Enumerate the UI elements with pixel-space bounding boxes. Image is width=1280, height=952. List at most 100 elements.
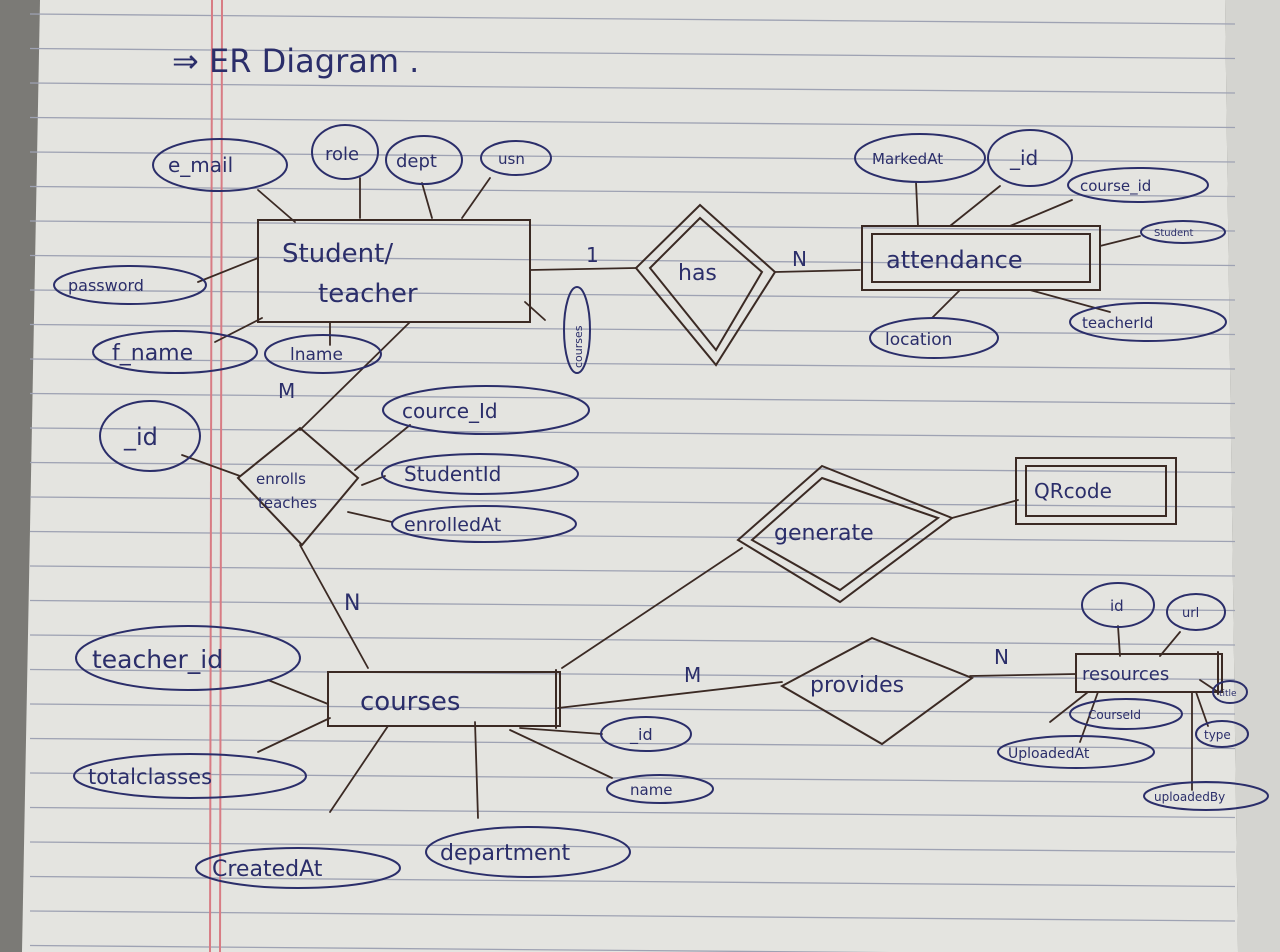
entity-resources: resources	[1075, 651, 1223, 695]
ruled-line	[29, 427, 1236, 439]
ruled-line	[29, 737, 1236, 750]
svg-text:teacher_id: teacher_id	[92, 645, 223, 674]
attr-res-course-id: CourseId	[1069, 698, 1183, 730]
ruled-line	[29, 496, 1236, 508]
svg-text:usn: usn	[498, 150, 525, 168]
svg-text:StudentId: StudentId	[404, 462, 501, 486]
ruled-line	[29, 530, 1236, 543]
entity-courses: courses	[327, 669, 561, 729]
attr-att-teacher-id: teacherId	[1069, 302, 1227, 342]
relationship-provides-label: provides	[810, 673, 904, 698]
svg-text:enrolledAt: enrolledAt	[404, 514, 501, 536]
attr-email: e_mail	[152, 138, 288, 192]
attr-course-name: name	[606, 774, 714, 804]
diagram-title: ⇒ ER Diagram .	[172, 42, 419, 80]
card-enrolls-student: M	[278, 379, 295, 403]
attr-res-url: url	[1166, 593, 1226, 631]
entity-qrcode-label: QRcode	[1034, 479, 1112, 503]
ruled-line	[29, 323, 1236, 336]
relationship-enrolls-teaches: enrolls teaches	[236, 426, 360, 547]
svg-text:courses: courses	[572, 325, 585, 368]
attr-fname: f_name	[92, 330, 258, 374]
svg-text:f_name: f_name	[112, 341, 193, 366]
ruled-line	[29, 599, 1236, 612]
card-provides-courses: M	[684, 663, 701, 687]
svg-text:course_id: course_id	[1080, 177, 1151, 196]
ruled-line	[29, 565, 1236, 577]
ruled-line	[29, 944, 892, 952]
ruled-line	[29, 841, 1236, 853]
attr-lname: lname	[264, 334, 382, 374]
attr-enroll-student-id: StudentId	[381, 453, 579, 495]
ruled-line	[29, 220, 1236, 232]
ruled-line	[29, 634, 1236, 646]
ruled-line	[29, 806, 1236, 819]
ruled-line	[29, 13, 1236, 25]
entity-student-teacher-label-1: Student/	[282, 239, 393, 269]
entity-courses-label: courses	[360, 687, 460, 717]
margin-line-right	[219, 0, 223, 952]
svg-text:teacherId: teacherId	[1082, 314, 1153, 332]
attributes: e_mail role dept usn password f_name	[53, 124, 1269, 889]
svg-text:id: id	[1110, 597, 1124, 615]
svg-text:password: password	[68, 276, 144, 295]
ruled-line	[29, 910, 1236, 922]
attr-course-department: department	[425, 826, 631, 878]
svg-text:dept: dept	[396, 151, 437, 172]
ruled-line	[29, 875, 1236, 888]
svg-text:title: title	[1219, 689, 1237, 699]
ruled-line	[29, 82, 1236, 94]
attr-res-id: id	[1081, 582, 1155, 628]
card-provides-resources: N	[994, 645, 1009, 669]
svg-text:Student: Student	[1154, 228, 1193, 239]
entity-attendance-label: attendance	[886, 246, 1023, 274]
cardinalities: 1 N M N M N	[278, 243, 1009, 687]
entity-attendance: attendance	[861, 225, 1101, 291]
svg-text:_id: _id	[1009, 146, 1038, 170]
relationship-has: has	[634, 203, 777, 367]
card-has-attendance: N	[792, 247, 807, 271]
svg-text:cource_Id: cource_Id	[402, 399, 498, 423]
attr-res-type: type	[1195, 720, 1249, 748]
svg-text:lname: lname	[290, 345, 343, 365]
attr-res-uploaded-by: uploadedBy	[1143, 781, 1269, 811]
ruled-line	[29, 185, 1236, 198]
ruled-line	[29, 392, 1236, 405]
attr-enroll-course-id: cource_Id	[382, 385, 590, 435]
attr-role: role	[311, 124, 379, 180]
attr-course-id: _id	[600, 716, 692, 752]
attr-att-marked-at: MarkedAt	[854, 133, 986, 183]
svg-text:UploadedAt: UploadedAt	[1008, 746, 1090, 762]
attr-course-teacher-id: teacher_id	[75, 625, 301, 691]
attr-courses-side: courses	[563, 286, 591, 374]
entity-qrcode: QRcode	[1015, 457, 1177, 525]
attr-att-course-id: course_id	[1067, 167, 1209, 203]
relationship-generate: generate	[736, 464, 955, 604]
svg-text:_id: _id	[123, 423, 158, 451]
svg-text:type: type	[1204, 728, 1231, 742]
svg-text:uploadedBy: uploadedBy	[1154, 790, 1225, 804]
relationship-provides: provides	[779, 636, 975, 746]
ruled-line	[29, 254, 1236, 267]
entity-student-teacher: Student/ teacher	[257, 219, 531, 323]
svg-text:role: role	[325, 144, 359, 165]
svg-text:e_mail: e_mail	[168, 153, 233, 177]
svg-text:_id: _id	[629, 725, 653, 745]
svg-text:totalclasses: totalclasses	[88, 765, 212, 789]
ruled-line	[29, 703, 1236, 715]
svg-text:location: location	[885, 330, 952, 350]
svg-text:MarkedAt: MarkedAt	[872, 150, 943, 168]
ruled-line	[29, 47, 1236, 60]
attr-course-total-classes: totalclasses	[73, 753, 307, 799]
attr-enroll-id: _id	[99, 400, 201, 472]
relationship-has-label: has	[678, 261, 717, 286]
ruled-line	[29, 358, 1236, 370]
ruled-line	[29, 116, 1236, 129]
svg-text:CreatedAt: CreatedAt	[212, 857, 323, 882]
svg-text:name: name	[630, 781, 673, 799]
ruled-line	[29, 151, 1236, 163]
ruled-line	[29, 668, 1236, 681]
card-has-student: 1	[586, 243, 599, 267]
